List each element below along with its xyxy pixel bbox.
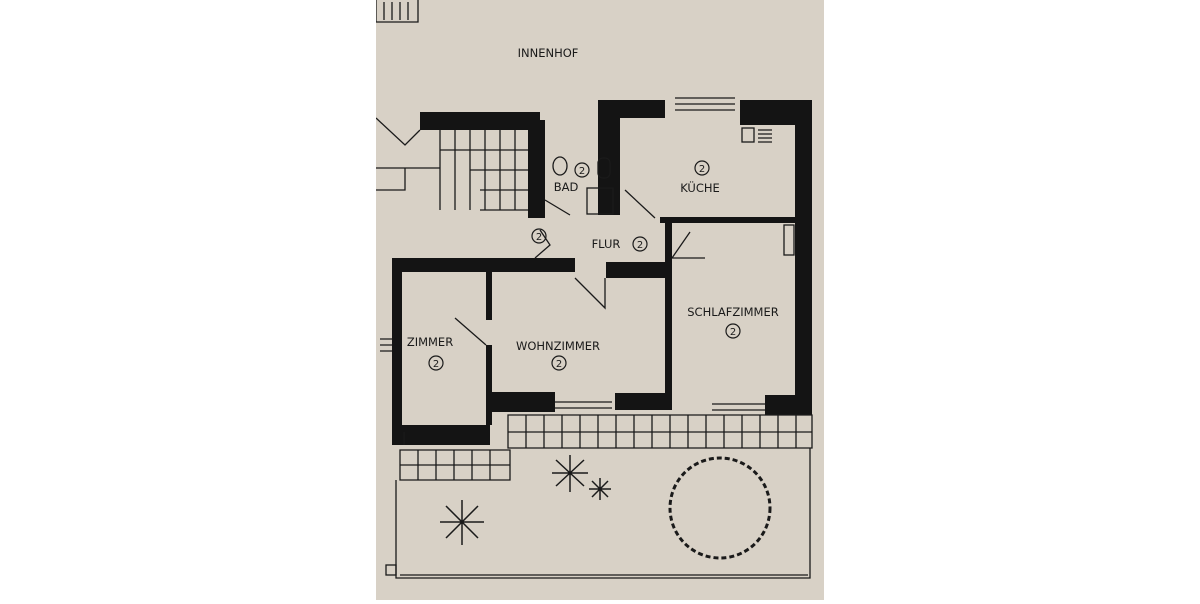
room-zimmer: ZIMMER 2	[407, 335, 453, 371]
floor-plan-drawing: INNENHOF	[375, 0, 813, 579]
room-number-badge: 2	[428, 355, 444, 371]
svg-text:2: 2	[579, 166, 585, 177]
entrance-number-badge: 2	[531, 228, 547, 244]
garden	[385, 448, 811, 579]
room-number-badge: 2	[574, 162, 590, 178]
room-number-badge: 2	[694, 160, 710, 176]
room-schlafzimmer: SCHLAFZIMMER 2	[687, 305, 779, 339]
svg-text:2: 2	[637, 240, 643, 251]
top-stair-remnant	[375, 0, 419, 23]
terrace	[399, 414, 813, 481]
room-kueche: 2 KÜCHE	[680, 160, 720, 195]
svg-text:2: 2	[730, 327, 736, 338]
room-label: SCHLAFZIMMER	[687, 305, 779, 319]
room-wohnzimmer: WOHNZIMMER 2	[516, 339, 600, 371]
room-label: WOHNZIMMER	[516, 339, 600, 353]
floor-plan: INNENHOF	[375, 0, 824, 600]
svg-text:2: 2	[433, 359, 439, 370]
svg-text:2: 2	[699, 164, 705, 175]
courtyard-label: INNENHOF	[518, 46, 579, 60]
room-label: ZIMMER	[407, 335, 453, 349]
room-number-badge: 2	[551, 355, 567, 371]
room-number-badge: 2	[725, 323, 741, 339]
fixtures	[375, 97, 795, 445]
svg-text:2: 2	[536, 232, 542, 243]
walls	[392, 100, 812, 445]
room-label: FLUR	[592, 237, 621, 251]
room-label: BAD	[554, 180, 579, 194]
room-label: KÜCHE	[680, 179, 720, 195]
svg-text:2: 2	[556, 359, 562, 370]
room-flur: FLUR 2	[592, 236, 648, 252]
room-bad: 2 BAD	[554, 162, 590, 194]
room-number-badge: 2	[632, 236, 648, 252]
